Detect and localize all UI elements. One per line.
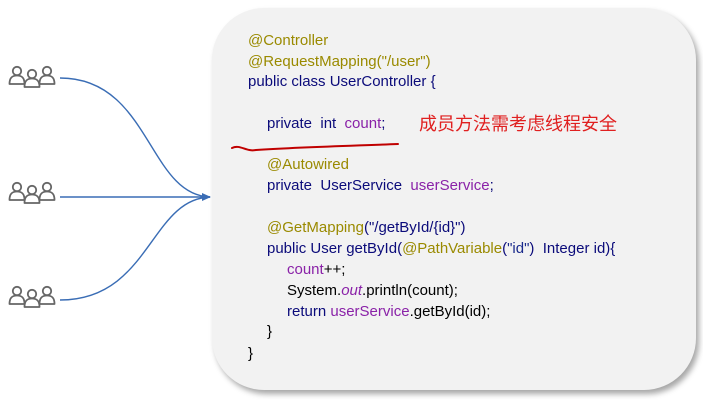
code-line-13: } (248, 345, 254, 362)
code-line-2: @RequestMapping("/user") (248, 53, 431, 70)
code-method: .println(count); (362, 282, 458, 299)
code-line-3: public class UserController { (248, 73, 436, 91)
request-arrow-bottom (59, 196, 211, 301)
code-type: User (310, 240, 347, 257)
code-keyword: return (287, 303, 331, 320)
code-method: getById( (346, 240, 403, 257)
code-line-11: return userService.getById(id); (287, 303, 490, 321)
request-arrow-top (59, 77, 211, 198)
users-icon (10, 287, 55, 307)
code-line-12: } (267, 323, 273, 340)
code-method: .getById(id); (409, 303, 491, 320)
code-args: ("/getById/{id}") (363, 219, 466, 236)
code-field: userService (410, 177, 490, 194)
code-punct: ( (502, 240, 508, 257)
code-string: "id" (507, 240, 530, 257)
code-line-8: public User getById(@PathVariable("id") … (267, 240, 615, 258)
code-keyword: private int (267, 115, 345, 132)
thread-safety-note: 成员方法需考虑线程安全 (419, 114, 617, 135)
code-line-5: @Autowired (267, 156, 349, 173)
code-annotation: @PathVariable (402, 240, 503, 257)
code-line-1: @Controller (248, 32, 329, 49)
code-class-name: UserController { (329, 73, 436, 90)
code-field: userService (330, 303, 410, 320)
code-keyword: public (267, 240, 311, 257)
code-class-name: System. (287, 282, 342, 299)
code-punct: ; (489, 177, 494, 194)
code-keyword: private (267, 177, 321, 194)
code-line-10: System.out.println(count); (287, 282, 458, 300)
code-line-7: @GetMapping("/getById/{id}") (267, 219, 466, 237)
code-line-6: private UserService userService; (267, 177, 494, 195)
code-line-9: count++; (287, 261, 345, 279)
code-keyword: public class (248, 73, 330, 90)
users-icon (10, 67, 55, 87)
code-line-4: private int count; (267, 115, 385, 133)
code-field: count (287, 261, 324, 278)
users-icon (10, 183, 55, 203)
code-params: ) Integer id){ (529, 240, 616, 257)
highlight-underline (231, 143, 399, 152)
code-card (212, 8, 696, 390)
code-punct: ++; (323, 261, 346, 278)
code-punct: ; (381, 115, 386, 132)
code-static-field: out (341, 282, 363, 299)
code-type: UserService (320, 177, 411, 194)
code-annotation: @GetMapping (267, 219, 364, 236)
code-field: count (344, 115, 382, 132)
